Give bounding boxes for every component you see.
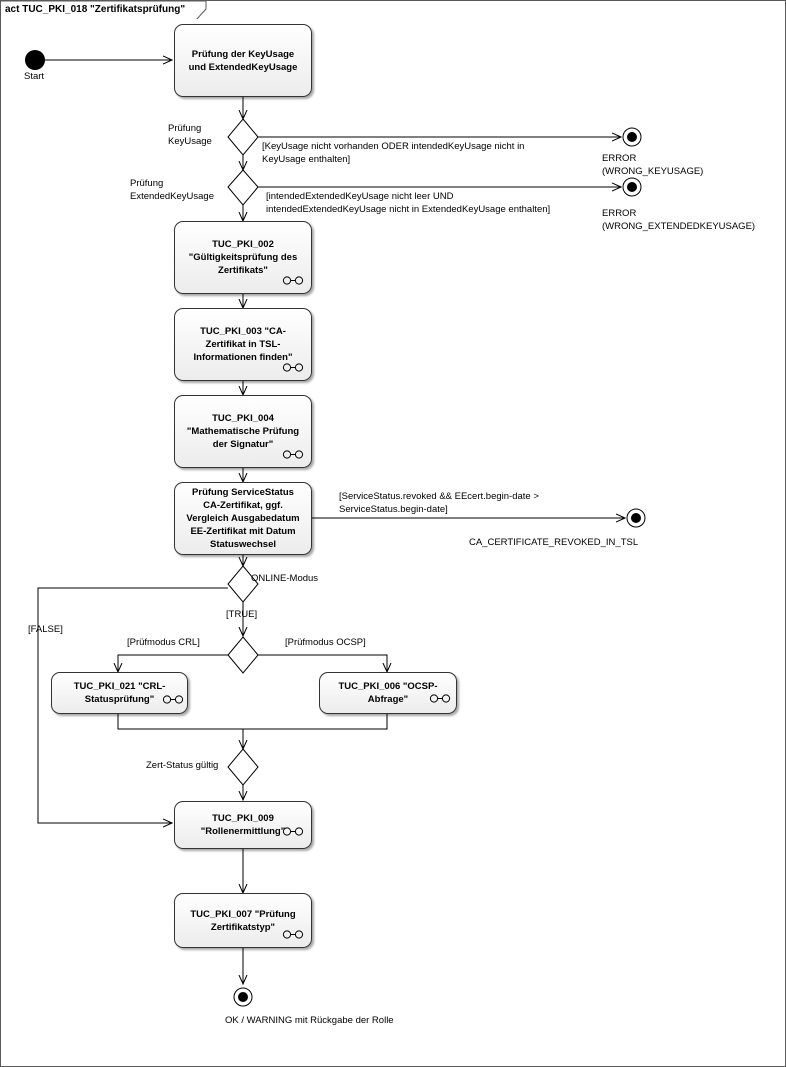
guard-extkeyusage: [intendedExtendedKeyUsage nicht leer UND… [266, 191, 551, 215]
initial-node [25, 50, 45, 70]
decision-keyusage [227, 118, 259, 156]
guard-crl: [Prüfmodus CRL] [127, 637, 200, 648]
action-tuc-pki-004-label: TUC_PKI_004 "Mathematische Prüfung der S… [186, 413, 300, 450]
frame-title-tab [1, 1, 207, 19]
final-node-ok [233, 987, 253, 1007]
action-tuc-pki-007-label: TUC_PKI_007 "Prüfung Zertifikatstyp" [190, 908, 296, 933]
final-revoked-label: CA_CERTIFICATE_REVOKED_IN_TSL [469, 537, 639, 548]
decision-online-label: ONLINE-Modus [251, 573, 319, 584]
guard-keyusage: [KeyUsage nicht vorhanden ODER intendedK… [262, 141, 525, 165]
action-tuc-pki-009[interactable]: TUC_PKI_009 "Rollenermittlung" [174, 801, 312, 849]
guard-false: [FALSE] [28, 624, 63, 635]
edge-online-false [37, 587, 228, 823]
action-tuc-pki-006[interactable]: TUC_PKI_006 "OCSP- Abfrage" [319, 672, 457, 714]
edge-ocsp-to-merge [243, 714, 388, 730]
call-behavior-icon [282, 276, 304, 285]
action-tuc-pki-021-label: TUC_PKI_021 "CRL- Statusprüfung" [73, 681, 166, 705]
final-extkeyusage-label: ERROR (WRONG_EXTENDEDKEYUSAGE) [602, 208, 756, 232]
edge-mode-crl [118, 654, 228, 672]
call-behavior-icon [282, 930, 304, 939]
action-tuc-pki-021[interactable]: TUC_PKI_021 "CRL- Statusprüfung" [51, 672, 188, 714]
frame-title: act TUC_PKI_018 "Zertifikatsprüfung" [5, 4, 186, 15]
final-node-keyusage [622, 127, 642, 147]
final-keyusage-label: ERROR (WRONG_KEYUSAGE) [602, 153, 704, 177]
call-behavior-icon [282, 827, 304, 836]
action-keyusage-check-label: Prüfung der KeyUsage und ExtendedKeyUsag… [188, 48, 298, 73]
decision-keyusage-label: Prüfung KeyUsage [168, 123, 212, 147]
final-node-extkeyusage [622, 177, 642, 197]
decision-pruefmodus [227, 636, 259, 674]
call-behavior-icon [162, 695, 184, 704]
decision-extkeyusage-label: Prüfung ExtendedKeyUsage [130, 178, 214, 202]
final-ok-label: OK / WARNING mit Rückgabe der Rolle [225, 1015, 394, 1026]
decision-online [227, 565, 259, 603]
action-service-status-check-label: Prüfung ServiceStatus CA-Zertifikat, ggf… [186, 487, 300, 550]
action-service-status-check[interactable]: Prüfung ServiceStatus CA-Zertifikat, ggf… [174, 482, 312, 555]
guard-true: [TRUE] [226, 609, 258, 620]
call-behavior-icon [282, 363, 304, 372]
action-tuc-pki-002[interactable]: TUC_PKI_002 "Gültigkeitsprüfung des Zert… [174, 221, 312, 294]
action-tuc-pki-003[interactable]: TUC_PKI_003 "CA- Zertifikat in TSL- Info… [174, 308, 312, 381]
final-node-revoked [626, 508, 646, 528]
action-tuc-pki-002-label: TUC_PKI_002 "Gültigkeitsprüfung des Zert… [188, 239, 298, 276]
decision-status-label: Zert-Status gültig [146, 760, 219, 771]
action-tuc-pki-004[interactable]: TUC_PKI_004 "Mathematische Prüfung der S… [174, 395, 312, 468]
guard-ocsp: [Prüfmodus OCSP] [285, 637, 366, 648]
call-behavior-icon [429, 694, 451, 703]
action-keyusage-check[interactable]: Prüfung der KeyUsage und ExtendedKeyUsag… [174, 24, 312, 97]
decision-zert-status [227, 748, 259, 786]
action-tuc-pki-009-label: TUC_PKI_009 "Rollenermittlung" [200, 813, 286, 837]
guard-revoked: [ServiceStatus.revoked && EEcert.begin-d… [339, 491, 539, 515]
edge-crl-to-merge [117, 714, 243, 730]
action-tuc-pki-007[interactable]: TUC_PKI_007 "Prüfung Zertifikatstyp" [174, 893, 312, 948]
call-behavior-icon [282, 450, 304, 459]
decision-extkeyusage [227, 169, 259, 206]
action-tuc-pki-003-label: TUC_PKI_003 "CA- Zertifikat in TSL- Info… [193, 326, 293, 363]
start-label: Start [24, 71, 45, 82]
action-tuc-pki-006-label: TUC_PKI_006 "OCSP- Abfrage" [338, 681, 438, 705]
edge-mode-ocsp [258, 654, 387, 672]
